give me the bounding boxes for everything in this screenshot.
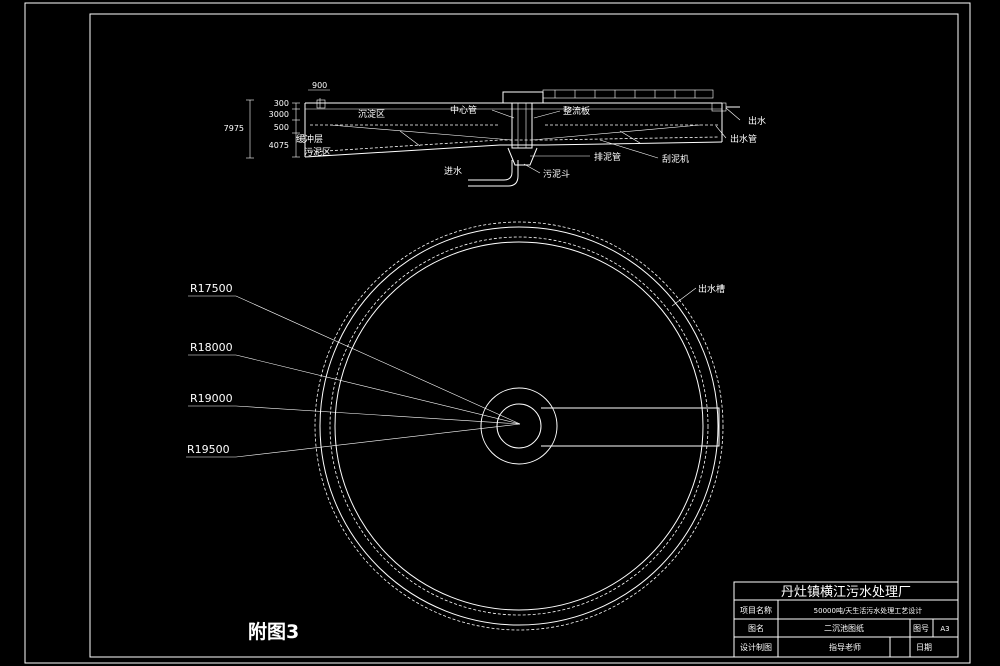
title-block-project-label: 项目名称: [740, 605, 772, 615]
section-view: [246, 89, 740, 187]
leader-r19000: [188, 405, 521, 425]
plan-view: [186, 221, 724, 631]
outer-wall: [319, 226, 719, 626]
outlet-trough-inner: [334, 241, 704, 611]
radius-r19000: R19000: [190, 392, 233, 405]
title-block: [733, 581, 959, 658]
center-pipe-circle: [496, 403, 542, 449]
label-settling-zone: 沉淀区: [358, 108, 385, 120]
label-baffle-plate: 整流板: [563, 105, 590, 117]
dim-3000: 3000: [269, 110, 289, 119]
radius-r17500: R17500: [190, 282, 233, 295]
title-block-drawing-value: 二沉池图纸: [824, 623, 864, 633]
label-scraper: 刮泥机: [662, 153, 689, 165]
dim-300: 300: [274, 99, 289, 108]
center-well: [480, 387, 558, 465]
label-sludge-hopper: 污泥斗: [543, 168, 570, 180]
dim-900: 900: [312, 81, 327, 90]
label-outlet: 出水: [748, 115, 766, 127]
title-block-drawing-label: 图名: [748, 623, 764, 633]
leader-r19500: [186, 423, 521, 458]
title-block-sheet-label: 图号: [913, 624, 929, 633]
label-inlet: 进水: [444, 165, 462, 177]
label-sludge-pipe: 排泥管: [594, 151, 621, 163]
dim-4075: 4075: [269, 141, 289, 150]
inner-border: [89, 13, 959, 658]
leader-r17500: [188, 295, 521, 425]
outer-wall-outer: [314, 221, 724, 631]
label-sludge-zone: 污泥区: [304, 146, 331, 158]
dim-500: 500: [274, 123, 289, 132]
title-block-designer-label: 设计制图: [740, 642, 772, 652]
dim-7975: 7975: [224, 124, 244, 133]
radius-r18000: R18000: [190, 341, 233, 354]
label-buffer-layer: 缓冲层: [296, 133, 323, 145]
label-center-pipe: 中心管: [450, 104, 477, 116]
outer-border: [24, 2, 971, 664]
label-outlet-trough: 出水槽: [698, 283, 725, 295]
radius-r19500: R19500: [187, 443, 230, 456]
scraper-bridge: [541, 407, 720, 447]
title-block-title: 丹灶镇横江污水处理厂: [781, 585, 911, 600]
title-block-advisor-label: 指导老师: [829, 642, 861, 652]
title-block-project-value: 50000吨/天生活污水处理工艺设计: [814, 606, 923, 615]
leader-r18000: [188, 354, 521, 425]
figure-label: 附图3: [248, 620, 299, 643]
title-block-date-label: 日期: [916, 643, 932, 652]
title-block-sheet-value: A3: [940, 625, 949, 633]
outlet-trough-outer: [329, 236, 709, 616]
label-outlet-pipe: 出水管: [730, 133, 757, 145]
